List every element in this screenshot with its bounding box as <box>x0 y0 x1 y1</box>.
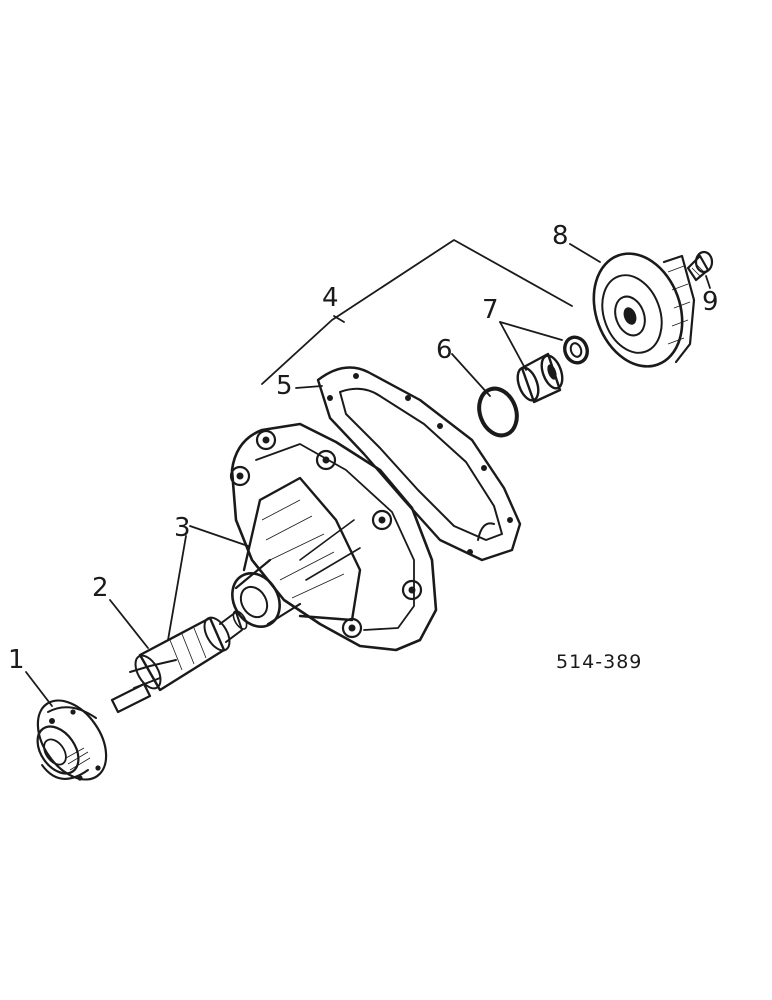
part-7-seal <box>516 335 589 404</box>
callout-1: 1 <box>8 645 25 675</box>
part-6-o-ring <box>477 386 519 438</box>
part-8-impeller <box>592 252 696 368</box>
callout-2: 2 <box>92 573 109 603</box>
pump-housing <box>229 422 438 652</box>
reference-number: 514-389 <box>556 651 642 673</box>
callout-3: 3 <box>174 513 191 543</box>
callout-7: 7 <box>482 295 499 325</box>
part-1-flanged-hub <box>36 699 108 781</box>
part-9-screw <box>686 250 714 282</box>
callout-5: 5 <box>276 371 293 401</box>
callout-9: 9 <box>702 287 719 317</box>
callout-4: 4 <box>322 283 339 313</box>
part-5-gasket <box>316 366 522 562</box>
callout-6: 6 <box>436 335 453 365</box>
callout-8: 8 <box>552 221 569 251</box>
leader-lines <box>25 239 711 707</box>
part-2-shaft-bearing <box>110 610 248 714</box>
